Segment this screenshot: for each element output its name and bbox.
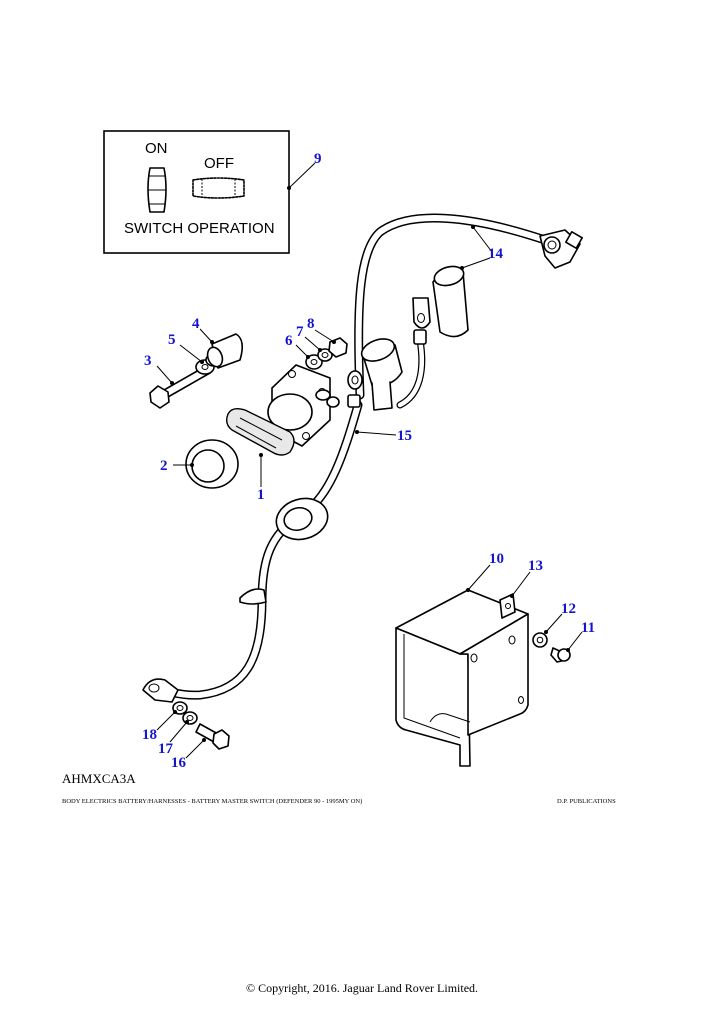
leader-lines bbox=[156, 162, 583, 759]
inset-title: SWITCH OPERATION bbox=[124, 220, 275, 237]
callout-18: 18 bbox=[142, 727, 157, 743]
battery-lead-lower bbox=[142, 370, 363, 703]
publisher-caption: D.P. PUBLICATIONS bbox=[557, 798, 616, 805]
copyright-notice: © Copyright, 2016. Jaguar Land Rover Lim… bbox=[245, 981, 479, 995]
callout-9: 9 bbox=[314, 151, 322, 167]
callout-6: 6 bbox=[285, 333, 293, 349]
switch-operation-inset: ON OFF SWITCH OPERATION bbox=[103, 130, 290, 254]
callout-7: 7 bbox=[296, 324, 304, 340]
bolt-spacer-washer bbox=[149, 333, 244, 409]
bolt-16-17-18 bbox=[172, 701, 230, 750]
callout-11: 11 bbox=[581, 620, 595, 636]
callout-3: 3 bbox=[144, 353, 152, 369]
master-switch bbox=[225, 364, 340, 456]
callout-8: 8 bbox=[307, 316, 315, 332]
callout-14: 14 bbox=[488, 246, 504, 262]
callout-12: 12 bbox=[561, 601, 576, 617]
diagram-ref-code: AHMXCA3A bbox=[62, 771, 136, 786]
callout-13: 13 bbox=[528, 558, 543, 574]
callout-numbers: 1 2 3 4 5 6 7 8 9 10 11 12 13 14 15 16 1… bbox=[142, 151, 595, 771]
callout-2: 2 bbox=[160, 458, 168, 474]
callout-1: 1 bbox=[257, 487, 265, 503]
diagram-caption: BODY ELECTRICS BATTERY/HARNESSES - BATTE… bbox=[62, 798, 362, 805]
inset-off-label: OFF bbox=[204, 155, 234, 172]
switch-on-knob-illustration bbox=[147, 167, 167, 213]
callout-16: 16 bbox=[171, 755, 187, 771]
callout-17: 17 bbox=[158, 741, 174, 757]
callout-15: 15 bbox=[397, 428, 412, 444]
bezel-ring bbox=[185, 439, 239, 489]
inset-on-label: ON bbox=[145, 140, 168, 157]
callout-4: 4 bbox=[192, 316, 200, 332]
link-lead bbox=[396, 265, 469, 409]
battery-lead-upper bbox=[354, 213, 583, 411]
switch-off-knob-illustration bbox=[192, 177, 245, 199]
screw-and-washer bbox=[532, 632, 571, 663]
callout-10: 10 bbox=[489, 551, 504, 567]
mounting-bracket bbox=[395, 589, 529, 767]
callout-5: 5 bbox=[168, 332, 176, 348]
